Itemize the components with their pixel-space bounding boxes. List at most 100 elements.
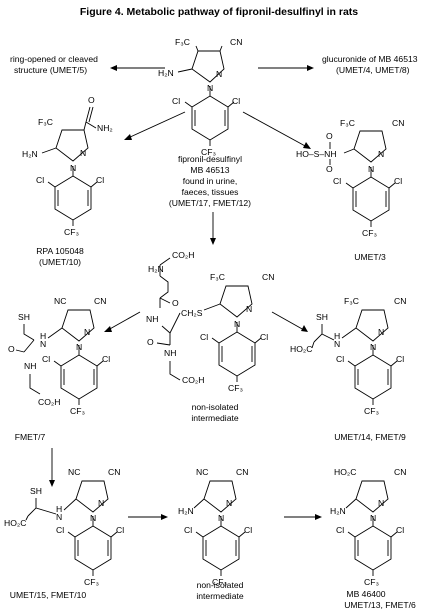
atom-cn: CN [392, 118, 404, 128]
atom-nc: NC [196, 467, 208, 477]
atom-h: H [56, 504, 62, 514]
label-parent-5: (UMET/17, FMET/12) [169, 198, 251, 208]
arrow-bottom-2 [284, 514, 322, 520]
atom-nh2: NH₂ [97, 123, 113, 133]
benzene-ring [191, 95, 229, 141]
atom-cl: Cl [396, 354, 404, 364]
atom-ch2s: CH₂S [181, 308, 203, 318]
atom-f3c: F₃C [175, 37, 190, 47]
atom-h2n: H₂N [158, 68, 174, 78]
atom-cn: CN [94, 296, 106, 306]
atom-n: N [378, 498, 384, 508]
fmet7-structure: NC CN SH H N O NH CO₂H N N Cl Cl CF₃ [8, 296, 110, 416]
atom-cn: CN [394, 296, 406, 306]
atom-cl: Cl [336, 354, 344, 364]
atom-n: N [80, 148, 86, 158]
label-fmet7: FMET/7 [15, 432, 46, 442]
atom-sh: SH [18, 312, 30, 322]
atom-cl: Cl [56, 525, 64, 535]
label-umet14: UMET/14, FMET/9 [334, 432, 406, 442]
atom-n: N [378, 327, 384, 337]
atom-cl: Cl [336, 525, 344, 535]
label-rpa-2: (UMET/10) [39, 257, 81, 267]
atom-n: N [334, 339, 340, 349]
atom-o: O [172, 298, 179, 308]
umet14-structure: F₃C CN SH HO₂C H N N N Cl Cl CF₃ [290, 296, 406, 416]
atom-cn: CN [262, 272, 274, 282]
atom-n: N [246, 304, 252, 314]
atom-cn: CN [230, 37, 242, 47]
atom-nh-gly: NH [164, 348, 176, 358]
atom-nc: NC [68, 467, 80, 477]
atom-cl: Cl [102, 354, 110, 364]
atom-cf3: CF₃ [70, 406, 85, 416]
atom-cn: CN [394, 467, 406, 477]
label-glucuronide-2: (UMET/4, UMET/8) [336, 65, 410, 75]
atom-cl: Cl [172, 96, 180, 106]
atom-cl: Cl [232, 96, 240, 106]
atom-o: O [8, 344, 15, 354]
atom-cl: Cl [260, 332, 268, 342]
atom-nc: NC [54, 296, 66, 306]
atom-co2h: CO₂H [38, 397, 60, 407]
atom-o: O [147, 337, 154, 347]
atom-sh: SH [316, 312, 328, 322]
mb46400-structure: HO₂C CN H₂N N N Cl Cl CF₃ [330, 467, 406, 587]
atom-f3c: F₃C [344, 296, 359, 306]
atom-h2n: H₂N [22, 149, 38, 159]
label-ring-opened-1: ring-opened or cleaved [10, 54, 98, 64]
atom-o-bot: O [326, 164, 333, 174]
atom-nh-amide: NH [146, 314, 158, 324]
atom-cl: Cl [36, 175, 44, 185]
atom-h: H [334, 331, 340, 341]
atom-cl: Cl [200, 332, 208, 342]
atom-f3c: F₃C [210, 272, 225, 282]
arrow-fmet7-down [49, 448, 55, 487]
atom-cl: Cl [396, 525, 404, 535]
atom-cn: CN [236, 467, 248, 477]
atom-h2n: H₂N [178, 506, 194, 516]
arrow-bottom-1 [128, 514, 168, 520]
atom-cl: Cl [96, 175, 104, 185]
label-nonisolated-1b: intermediate [191, 413, 239, 423]
label-parent-1: fipronil-desulfinyl [178, 154, 242, 164]
atom-o: O [88, 95, 95, 105]
atom-cf3: CF₃ [84, 577, 99, 587]
label-umet3: UMET/3 [354, 252, 386, 262]
umet15-structure: NC CN SH HO₂C H N N N Cl Cl CF₃ [4, 467, 124, 587]
atom-cf3: CF₃ [364, 577, 379, 587]
atom-cf3: CF₃ [362, 228, 377, 238]
atom-h2n: H₂N [148, 264, 164, 274]
parent-structure: F₃C CN H₂N N N Cl Cl CF₃ [158, 37, 242, 157]
label-mb46400-1: MB 46400 [346, 589, 385, 599]
atom-cl: Cl [394, 176, 402, 186]
atom-cl: Cl [116, 525, 124, 535]
label-parent-4: faeces, tissues [182, 187, 239, 197]
atom-f3c: F₃C [340, 118, 355, 128]
atom-n: N [226, 498, 232, 508]
atom-n: N [378, 149, 384, 159]
label-nonisolated-2b: intermediate [196, 591, 244, 601]
arrows-from-conjugate [104, 311, 308, 332]
atom-cf3: CF₃ [228, 383, 243, 393]
atom-cl: Cl [184, 525, 192, 535]
label-ring-opened-2: structure (UMET/5) [14, 65, 87, 75]
label-mb46400-2: UMET/13, FMET/6 [344, 600, 416, 610]
atom-co2h: CO₂H [182, 375, 204, 385]
atom-cl: Cl [244, 525, 252, 535]
atom-cf3: CF₃ [212, 577, 227, 587]
label-nonisolated-1a: non-isolated [192, 402, 239, 412]
atom-cf3: CF₃ [364, 406, 379, 416]
atom-o-top: O [326, 131, 333, 141]
label-umet15: UMET/15, FMET/10 [10, 590, 87, 600]
atom-h2n: H₂N [330, 506, 346, 516]
atom-h: H [40, 331, 46, 341]
atom-cf3: CF₃ [64, 227, 79, 237]
atom-n: N [98, 498, 104, 508]
atom-ho2c: HO₂C [334, 467, 356, 477]
umet3-structure: F₃C CN O O HO–S–NH N N Cl Cl CF₃ [296, 118, 404, 238]
arrows-from-parent [110, 65, 314, 245]
atom-ho2c: HO₂C [4, 518, 26, 528]
figure-title: Figure 4. Metabolic pathway of fipronil-… [80, 6, 358, 18]
